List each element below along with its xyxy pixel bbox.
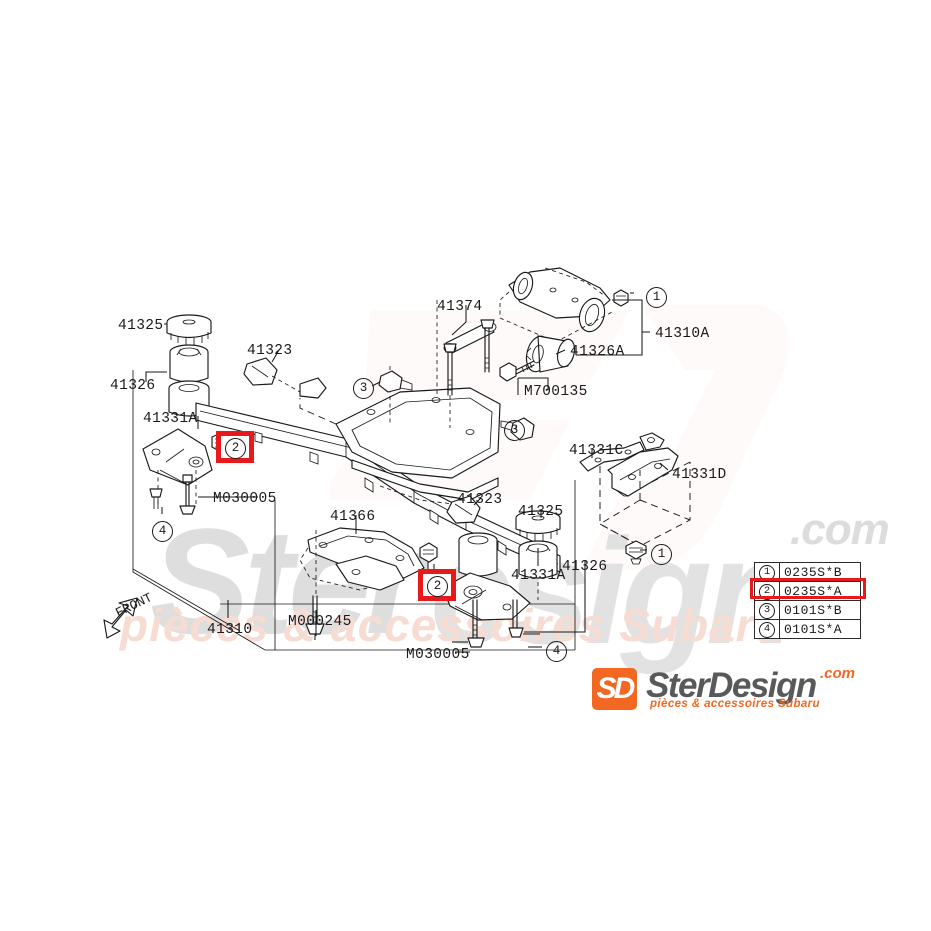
callout-4-bottom: 4: [546, 641, 567, 662]
lbl-41310: 41310: [207, 622, 253, 638]
legend-row-code: 0101S*B: [779, 600, 861, 620]
legend-row-code: 0235S*A: [779, 581, 861, 601]
legend-row-code: 0101S*A: [779, 619, 861, 639]
logo-domain-text: .com: [820, 665, 856, 682]
lbl-41325-bot: 41325: [518, 504, 564, 520]
legend-row-number: 4: [754, 619, 780, 639]
logo-tagline-text: pièces & accessoires Subaru: [650, 698, 820, 710]
lbl-41331A-bot: 41331A: [511, 568, 566, 584]
lbl-41310A: 41310A: [655, 326, 710, 342]
lbl-41326-bot: 41326: [562, 559, 608, 575]
lbl-M000245: M000245: [288, 614, 352, 630]
callout-4-left: 4: [152, 521, 173, 542]
front-direction-arrow: FRONT: [103, 590, 155, 639]
legend-row-number: 2: [754, 581, 780, 601]
legend-row-code: 0235S*B: [779, 562, 861, 582]
svg-text:FRONT: FRONT: [113, 590, 155, 621]
legend-row-number: 1: [754, 562, 780, 582]
left-mount-stack: [166, 314, 212, 417]
rod-41323-upper: [243, 357, 327, 399]
logo-badge-text: SD: [596, 672, 636, 705]
callout-1-bottom: 1: [651, 544, 672, 565]
callout-2-center: 2: [427, 576, 448, 597]
lbl-41326A: 41326A: [570, 344, 625, 360]
lbl-41331D: 41331D: [672, 467, 727, 483]
upper-arm-41310A: [499, 267, 629, 343]
lbl-M030005-b: M030005: [406, 647, 470, 663]
lbl-41366: 41366: [330, 509, 376, 525]
link-41374: [443, 319, 497, 428]
lbl-41325-left: 41325: [118, 318, 164, 334]
lbl-41323-bot: 41323: [457, 492, 503, 508]
logo-badge: SD: [592, 668, 637, 710]
frame-boundary: [132, 370, 576, 651]
brackets-41331CD: [579, 432, 691, 565]
lbl-M030005-l: M030005: [213, 491, 277, 507]
lbl-41323-top: 41323: [247, 343, 293, 359]
center-mount-bottom: [442, 495, 540, 648]
lbl-41326-left: 41326: [110, 378, 156, 394]
callout-2-left: 2: [225, 438, 246, 459]
lower-arm-41366: [299, 527, 438, 640]
legend-row-number: 3: [754, 600, 780, 620]
bushing-41326A: [499, 335, 576, 395]
sterdesign-logo: SD SterDesign .com pièces & accessoires …: [592, 665, 864, 713]
callout-3-left: 3: [353, 378, 374, 399]
callout-3-right: 3: [504, 420, 525, 441]
callout-1-top: 1: [646, 287, 667, 308]
lbl-41331C: 41331C: [569, 443, 624, 459]
lbl-41331A-left: 41331A: [143, 411, 198, 427]
lbl-41374: 41374: [437, 299, 483, 315]
right-mount-stack: [515, 510, 561, 600]
logo-name-text: SterDesign: [646, 666, 817, 705]
lbl-M700135: M700135: [524, 384, 588, 400]
subframe-plate-center: [299, 300, 535, 507]
